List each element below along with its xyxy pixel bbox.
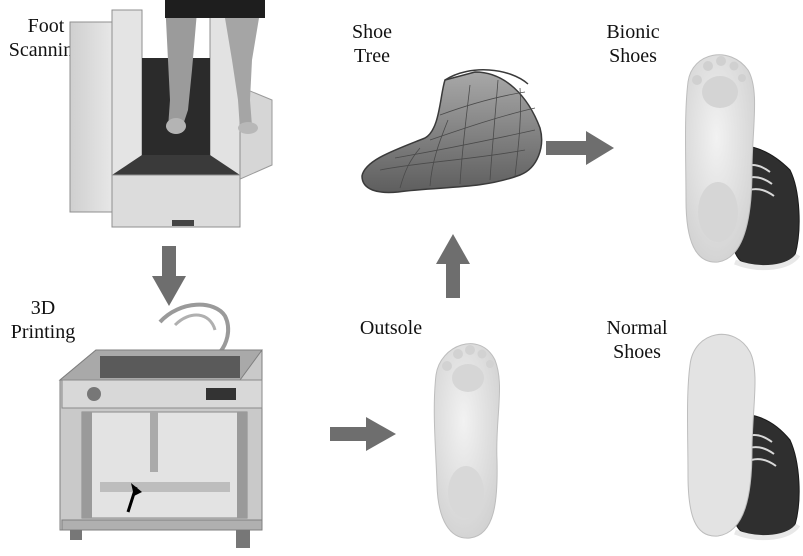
- label-foot-scanning-line1: Foot: [27, 15, 65, 37]
- label-normal-shoes: Normal Shoes: [594, 316, 680, 364]
- label-outsole: Outsole: [346, 316, 436, 340]
- 3d-printer-image: [58, 302, 263, 548]
- label-3d-printing-line1: 3D: [30, 297, 56, 319]
- label-foot-scanning: Foot Scanning: [0, 14, 92, 62]
- label-bionic-shoes-line1: Bionic: [606, 21, 660, 43]
- label-3d-printing-line2: Printing: [10, 321, 76, 343]
- arrow-right-icon: [330, 417, 396, 451]
- label-normal-shoes-line2: Shoes: [613, 341, 661, 363]
- arrow-up-icon: [436, 234, 470, 298]
- bionic-shoes-image: [685, 54, 801, 271]
- foot-scanner-image: [69, 0, 273, 228]
- normal-shoes-image: [687, 333, 801, 541]
- label-foot-scanning-line2: Scanning: [8, 39, 84, 61]
- label-shoe-tree-line2: Tree: [354, 45, 390, 67]
- label-outsole-text: Outsole: [359, 317, 423, 339]
- label-shoe-tree-line1: Shoe: [352, 21, 392, 43]
- label-normal-shoes-line1: Normal: [606, 317, 668, 339]
- flow-arrows: [152, 131, 614, 451]
- arrow-right-icon-2: [546, 131, 614, 165]
- label-bionic-shoes-line2: Shoes: [609, 45, 657, 67]
- label-3d-printing: 3D Printing: [0, 296, 86, 344]
- label-shoe-tree: Shoe Tree: [342, 20, 402, 68]
- shoe-tree-image: [361, 69, 543, 194]
- label-bionic-shoes: Bionic Shoes: [590, 20, 676, 68]
- outsole-image: [433, 343, 501, 539]
- arrow-down-icon: [152, 246, 186, 306]
